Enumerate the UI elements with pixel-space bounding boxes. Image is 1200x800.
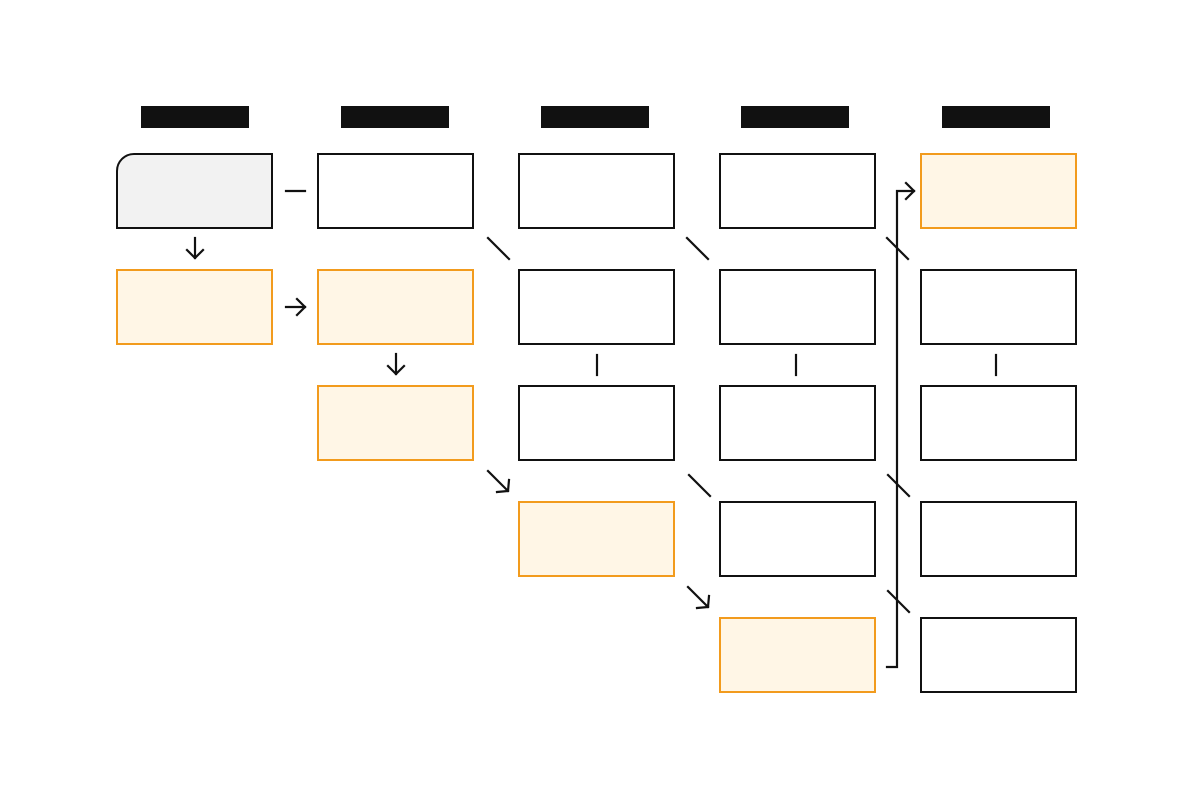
process-node [518,385,675,461]
process-node [920,269,1077,345]
node-label [721,387,874,399]
node-label [721,503,874,515]
connector-line [885,236,910,261]
highlighted-node [719,617,876,693]
column-header-1 [141,106,249,128]
node-label [922,387,1075,399]
connector-line [886,473,911,498]
process-node [719,269,876,345]
column-header-3 [541,106,649,128]
node-label [721,619,874,631]
connector-line [685,236,710,261]
highlighted-node [116,269,273,345]
node-label [922,271,1075,283]
arrow-down-icon [185,236,205,260]
connector-line [486,236,511,261]
process-node [719,385,876,461]
node-label [118,271,271,283]
process-node [719,501,876,577]
arrow-diagonal-icon [486,469,511,494]
highlighted-node [317,269,474,345]
process-node [920,501,1077,577]
process-node [920,385,1077,461]
column-header-4 [741,106,849,128]
node-label [721,271,874,283]
node-label [520,271,673,283]
node-label [118,155,271,167]
start-node [116,153,273,229]
node-label [520,155,673,167]
node-label [721,155,874,167]
node-label [922,619,1075,631]
process-node [719,153,876,229]
node-label [520,503,673,515]
process-node [920,617,1077,693]
process-node [317,153,474,229]
column-header-2 [341,106,449,128]
node-label [319,155,472,167]
connector-line [886,589,911,614]
process-node [518,269,675,345]
arrow-diagonal-icon [686,585,711,610]
node-label [319,271,472,283]
connector-line [687,473,712,498]
arrow-right-icon [284,297,307,317]
node-label [319,387,472,399]
arrow-down-icon [386,352,406,376]
column-header-5 [942,106,1050,128]
elbow-arrow-icon [885,181,916,669]
node-label [922,503,1075,515]
node-label [922,155,1075,167]
node-label [520,387,673,399]
process-node [518,153,675,229]
highlighted-node [317,385,474,461]
highlighted-node [518,501,675,577]
highlighted-node [920,153,1077,229]
